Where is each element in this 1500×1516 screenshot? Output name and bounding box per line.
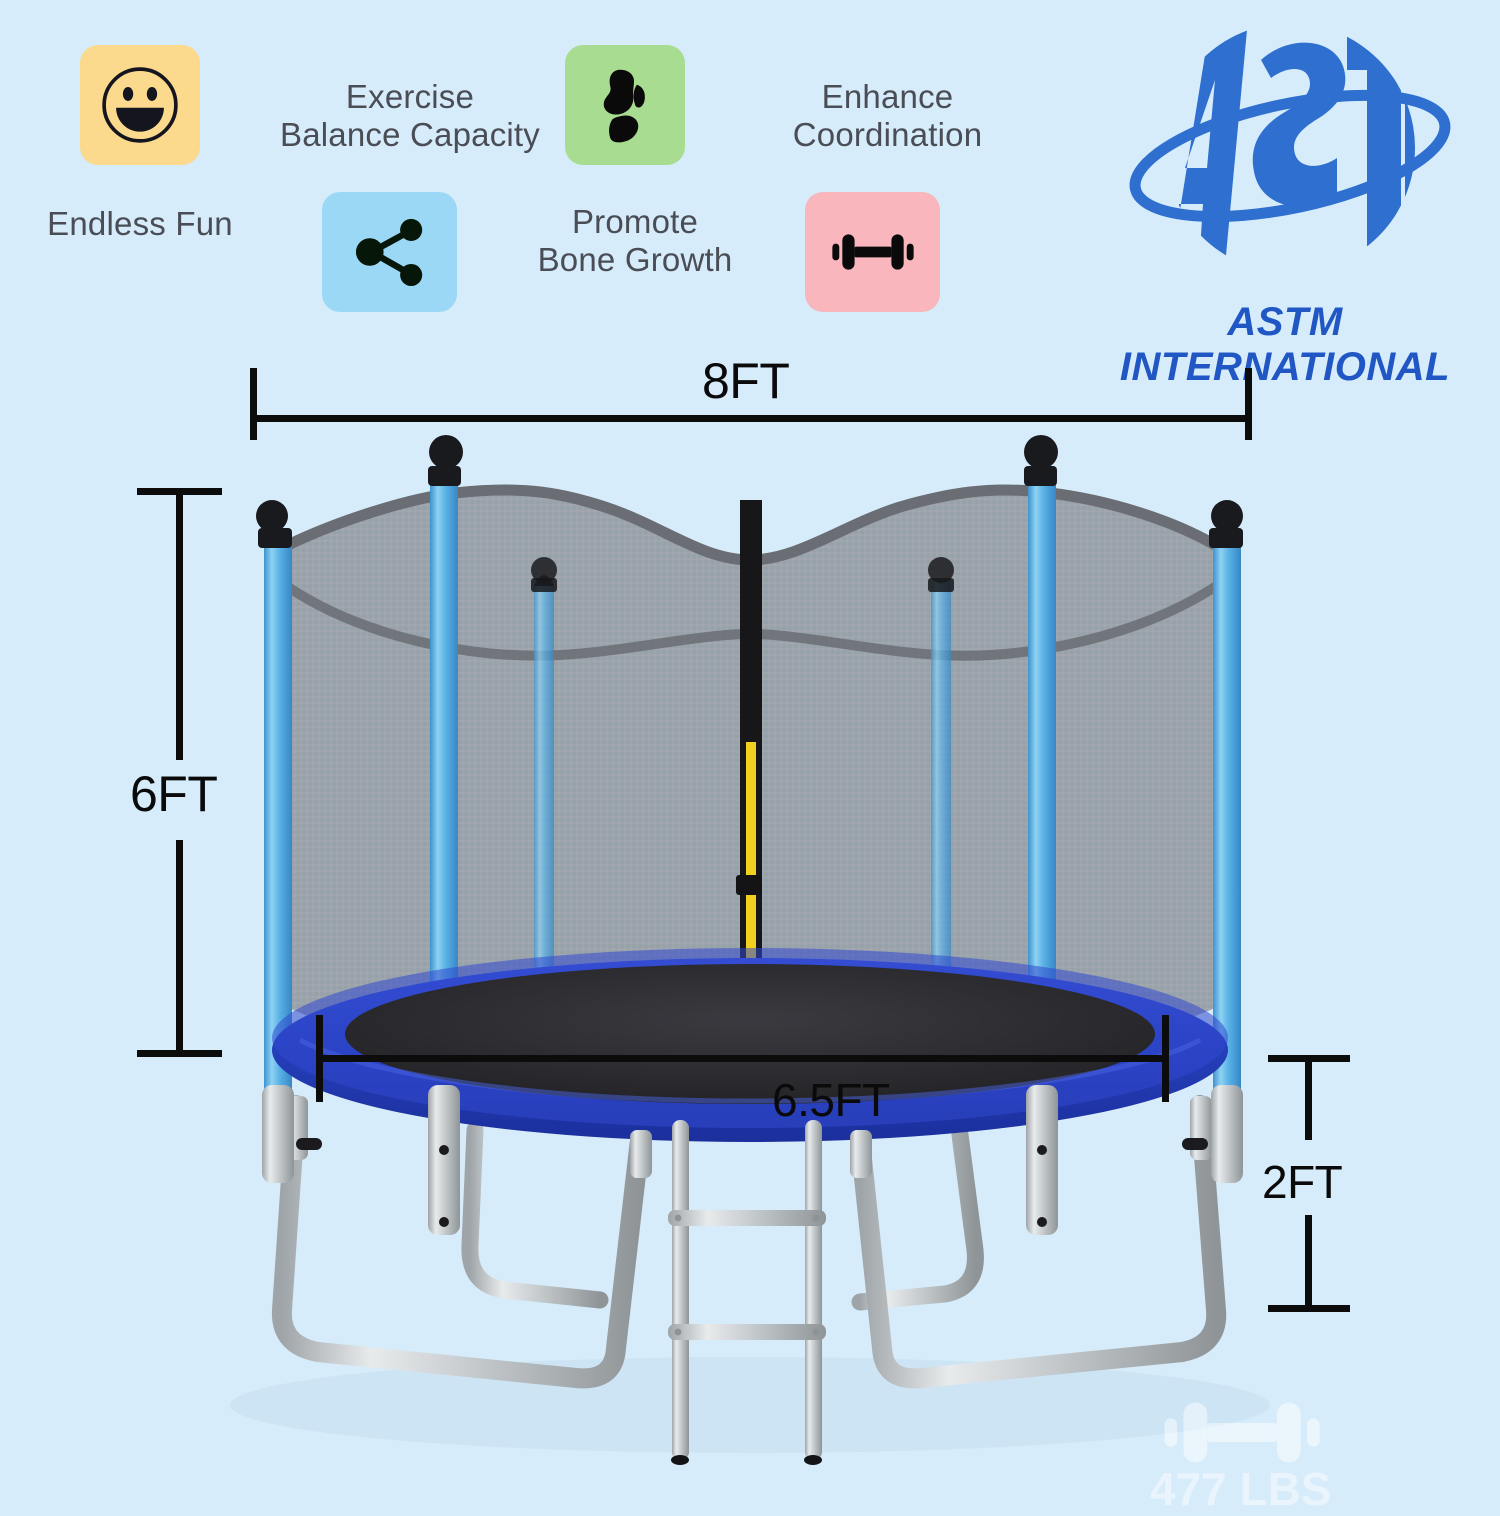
astm-certification-logo: ASTM INTERNATIONAL [1075, 8, 1495, 389]
dimension-tick-6-5ft-right [1162, 1015, 1169, 1102]
enclosure-pole-back-left [531, 557, 557, 1040]
smiley-face-icon [102, 67, 178, 143]
dimension-line-8ft-horizontal [250, 415, 1252, 422]
share-network-icon [355, 218, 422, 287]
feature-label-exercise-balance-capacity: Exercise Balance Capacity [279, 78, 540, 153]
dimension-tick-6ft-top [137, 488, 222, 495]
bone-joint-icon [603, 69, 645, 143]
astm-name-label: ASTM INTERNATIONAL [1119, 300, 1451, 389]
dimension-label-8ft: 8FT [702, 353, 790, 409]
feature-label-enhance-coordination: Enhance Coordination [792, 78, 983, 153]
enclosure-pole-back-right [928, 557, 954, 1040]
dimension-line-2ft-vertical-lower [1305, 1215, 1312, 1310]
dimension-tick-6ft-bottom [137, 1050, 222, 1057]
feature-tile-exercise-balance-capacity [322, 192, 457, 312]
ladder-rung [668, 1324, 826, 1340]
watermark-dumbbell-icon [1164, 1402, 1320, 1463]
watermark-weight-label: 477 LBS [1150, 1463, 1332, 1515]
feature-label-endless-fun: Endless Fun [47, 205, 233, 242]
trampoline-ladder [668, 1120, 826, 1465]
dimension-tick-2ft-top [1268, 1055, 1350, 1062]
dimension-tick-8ft-left [250, 368, 257, 440]
dimension-tick-2ft-bottom [1268, 1305, 1350, 1312]
net-zipper [746, 742, 756, 1092]
feature-tile-enhance-coordination [805, 192, 940, 312]
dimension-line-2ft-vertical-upper [1305, 1058, 1312, 1140]
dumbbell-icon [831, 234, 914, 270]
dimension-line-6ft-vertical-upper [176, 490, 183, 760]
dimension-line-6-5ft-horizontal [316, 1055, 1169, 1062]
ladder-rung [668, 1210, 826, 1226]
pole-base-sleeves [262, 1085, 1243, 1235]
trampoline-mat [345, 964, 1155, 1104]
feature-tile-promote-bone-growth [565, 45, 685, 165]
dimension-label-6-5ft: 6.5FT [772, 1074, 890, 1126]
feature-tile-endless-fun [80, 45, 200, 165]
dimension-tick-6-5ft-left [316, 1015, 323, 1102]
dimension-line-6ft-vertical-lower [176, 840, 183, 1055]
feature-label-promote-bone-growth: Promote Bone Growth [537, 203, 733, 278]
astm-globe-logo [1129, 30, 1451, 266]
dimension-tick-8ft-right [1245, 368, 1252, 440]
dimension-label-6ft: 6FT [130, 766, 218, 822]
trampoline-legs [271, 1095, 1227, 1389]
dimension-label-2ft: 2FT [1262, 1156, 1343, 1208]
